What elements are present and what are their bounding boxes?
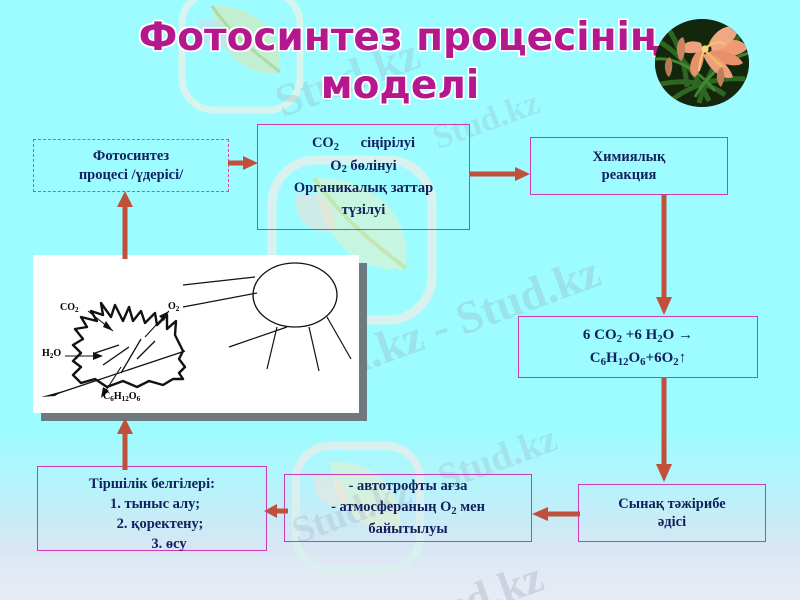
sun-shape (252, 262, 338, 328)
eq-l2-sub4: 2 (673, 355, 679, 368)
box-co2-absorption[interactable]: CO2 сіңірілуі O2 бөлінуі Органикалық зат… (257, 124, 470, 230)
co2-arrowhead (103, 321, 113, 331)
box-experiment-method[interactable]: Сынақ тәжірибе әдісі (578, 484, 766, 542)
fig-h2o-sub: 2 (49, 351, 54, 360)
arrow-equation-to-method (653, 378, 675, 486)
o2-line2-rest: бөлінуі (346, 157, 397, 174)
box-co2-line1: CO2 сіңірілуі (294, 133, 433, 156)
life-signs-heading: Тіршілік белгілері: (89, 476, 215, 492)
arrow-chemical-to-equation (653, 195, 675, 319)
page-title-line2: моделі (320, 63, 480, 108)
fig-glc-a: C (103, 391, 111, 402)
leaf-veins (52, 338, 186, 396)
fig-glc-sub1: 6 (110, 394, 114, 403)
box-method-line2: әдісі (657, 514, 687, 530)
box-method-line1: Сынақ тәжірибе (618, 495, 726, 512)
box-process-line2: процесі /үдерісі/ (78, 166, 184, 183)
o2-arrowhead (159, 311, 169, 321)
figure-label-glucose: C6H12O6 (103, 391, 141, 403)
fig-glc-b: H (113, 391, 122, 402)
box-process-line1: Фотосинтез (92, 148, 170, 164)
eq-l1-c: O → (662, 327, 694, 343)
eq-l1-sub1: 2 (616, 332, 623, 345)
o2-subscript: 2 (341, 164, 347, 176)
figure-label-o2: O2 (168, 301, 180, 313)
watermark-text: Stud.kz (398, 552, 550, 600)
box-co2-line2: O2 бөлінуі (294, 156, 433, 179)
eq-l2-e: ↑ (678, 350, 687, 366)
fig-glc-sub3: 6 (136, 394, 141, 403)
box-co2-line4: түзілуі (341, 201, 386, 218)
results-l2-a: - атмосфераның О (331, 499, 452, 515)
arrow-figure-to-process (114, 191, 136, 259)
co2-line1-rest: сіңірілуі (360, 135, 416, 151)
fig-glc-sub2: 12 (121, 394, 129, 403)
o2-formula: O (330, 157, 342, 174)
box-chemical-reaction[interactable]: Химиялық реакция (530, 137, 728, 195)
box-photosynthesis-equation[interactable]: 6 CO2 +6 H2O → C6H12O6+6O2↑ (518, 316, 758, 378)
co2-formula: CO (311, 135, 334, 151)
equation-line2: C6H12O6+6O2↑ (583, 347, 693, 370)
eq-l2-a: C (589, 350, 601, 366)
box-results[interactable]: - автотрофты ағза - атмосфераның О2 мен … (284, 474, 532, 542)
figure-label-h2o: H2O (42, 348, 62, 360)
life-signs-item-2: 2. қоректену; (116, 516, 204, 532)
eq-l1-a: 6 CO (582, 327, 617, 343)
leaf-outline (71, 301, 187, 389)
fig-glc-c: O (128, 391, 137, 402)
box-chem-line1: Химиялық (592, 148, 666, 165)
box-chem-line2: реакция (601, 167, 657, 183)
life-signs-item-3: 3. өсу (151, 536, 187, 552)
fig-o2-text: O (168, 301, 176, 312)
life-signs-item-1: 1. тыныс алу; (109, 496, 201, 512)
eq-l2-b: H (606, 350, 618, 366)
eq-l2-sub1: 6 (600, 355, 607, 368)
arrow-method-to-results (532, 504, 580, 524)
results-l2-b: мен (456, 499, 485, 515)
eq-l2-sub2: 12 (617, 355, 629, 368)
co2-subscript: 2 (333, 141, 339, 153)
box-results-line3: байытылуы (368, 521, 448, 537)
page-title: Фотосинтез процесінің моделі (0, 14, 800, 110)
box-life-signs[interactable]: Тіршілік белгілері: 1. тыныс алу; 2. қор… (37, 466, 267, 552)
fig-o2-sub: 2 (175, 304, 180, 313)
eq-l2-c: O (628, 350, 641, 366)
eq-l1-sub2: 2 (657, 332, 663, 345)
equation-line1: 6 CO2 +6 H2O → (583, 324, 693, 347)
page-title-line1: Фотосинтез процесінің (138, 15, 662, 60)
fig-h2o-a: H (42, 348, 50, 359)
results-l2-sub: 2 (451, 505, 457, 517)
sun-rays (182, 276, 352, 372)
glucose-arrowhead (101, 387, 109, 398)
arrow-signs-to-figure (114, 418, 136, 470)
leaf-photosynthesis-figure: CO2 O2 H2O C6H12O6 (33, 255, 367, 421)
flower-photo (655, 19, 749, 107)
fig-h2o-b: O (53, 348, 62, 359)
arrow-co2-to-chemical (470, 164, 534, 184)
box-results-line1: - автотрофты ағза (348, 478, 468, 494)
leaf-stem-tip (41, 391, 63, 397)
fig-co2-sub: 2 (75, 305, 79, 314)
figure-label-co2: CO2 (60, 302, 79, 314)
figure-plate: CO2 O2 H2O C6H12O6 (33, 255, 359, 413)
box-photosynthesis-process[interactable]: Фотосинтез процесі /үдерісі/ (33, 139, 229, 192)
h2o-arrowhead (93, 352, 103, 360)
box-results-line2: - атмосфераның О2 мен (331, 497, 485, 519)
eq-l1-b: +6 H (622, 327, 658, 343)
fig-co2-text: CO (60, 302, 75, 313)
eq-l2-sub3: 6 (640, 355, 646, 368)
eq-l2-d: +6O (645, 350, 674, 366)
box-co2-line3: Органикалық заттар (293, 180, 434, 196)
